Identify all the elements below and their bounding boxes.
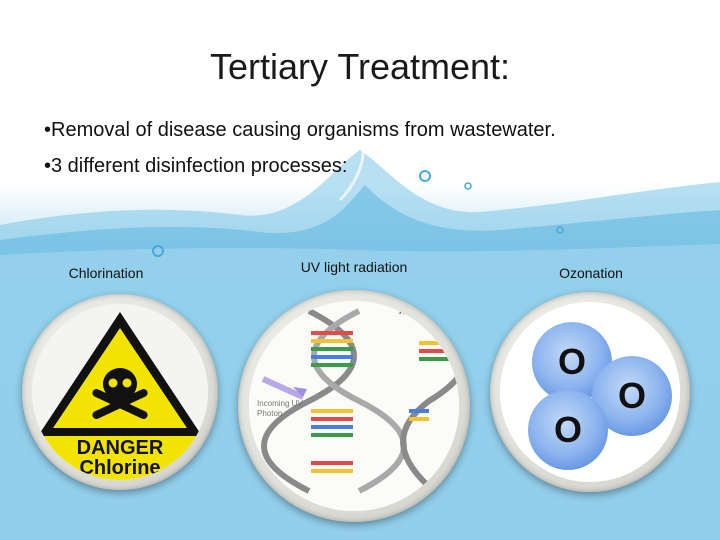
dna-diagram: Incoming UV Photon Alt [249,301,459,511]
bullet-list: •Removal of disease causing organisms fr… [44,116,564,188]
label-ozonation: Ozonation [559,265,623,281]
dna-helix-right-icon [400,308,459,494]
uv-photon-arrow-icon [261,376,305,400]
ozone-molecule: O O O [500,302,680,482]
oxygen-atom-2-icon [592,356,672,436]
dna-helix-left-icon [261,308,407,494]
sign-chlorine-text: Chlorine [79,457,161,479]
uv-photon-annotation: Incoming UV Photon [257,399,303,418]
sign-danger-text: DANGER [76,437,164,459]
skull-crossbones-icon [92,368,148,419]
corner-caption: Alt [399,307,410,316]
bullet-processes: •3 different disinfection processes: [44,155,348,177]
label-uv-radiation: UV light radiation [300,259,408,275]
oxygen-letter-1: O [558,341,586,382]
slide-title: Tertiary Treatment: [209,46,511,87]
oxygen-atom-3-icon [528,390,608,470]
uv-radiation-image: Incoming UV Photon Alt [238,290,470,522]
ozonation-image: O O O [490,292,690,492]
oxygen-letter-3: O [554,409,582,450]
oxygen-letter-2: O [618,375,646,416]
bullet-removal: •Removal of disease causing organisms fr… [44,119,556,141]
chlorine-warning-sign: DANGER Chlorine [32,304,208,480]
oxygen-atom-1-icon [532,322,612,402]
label-chlorination: Chlorination [68,265,144,281]
chlorination-image: DANGER Chlorine [22,294,218,490]
